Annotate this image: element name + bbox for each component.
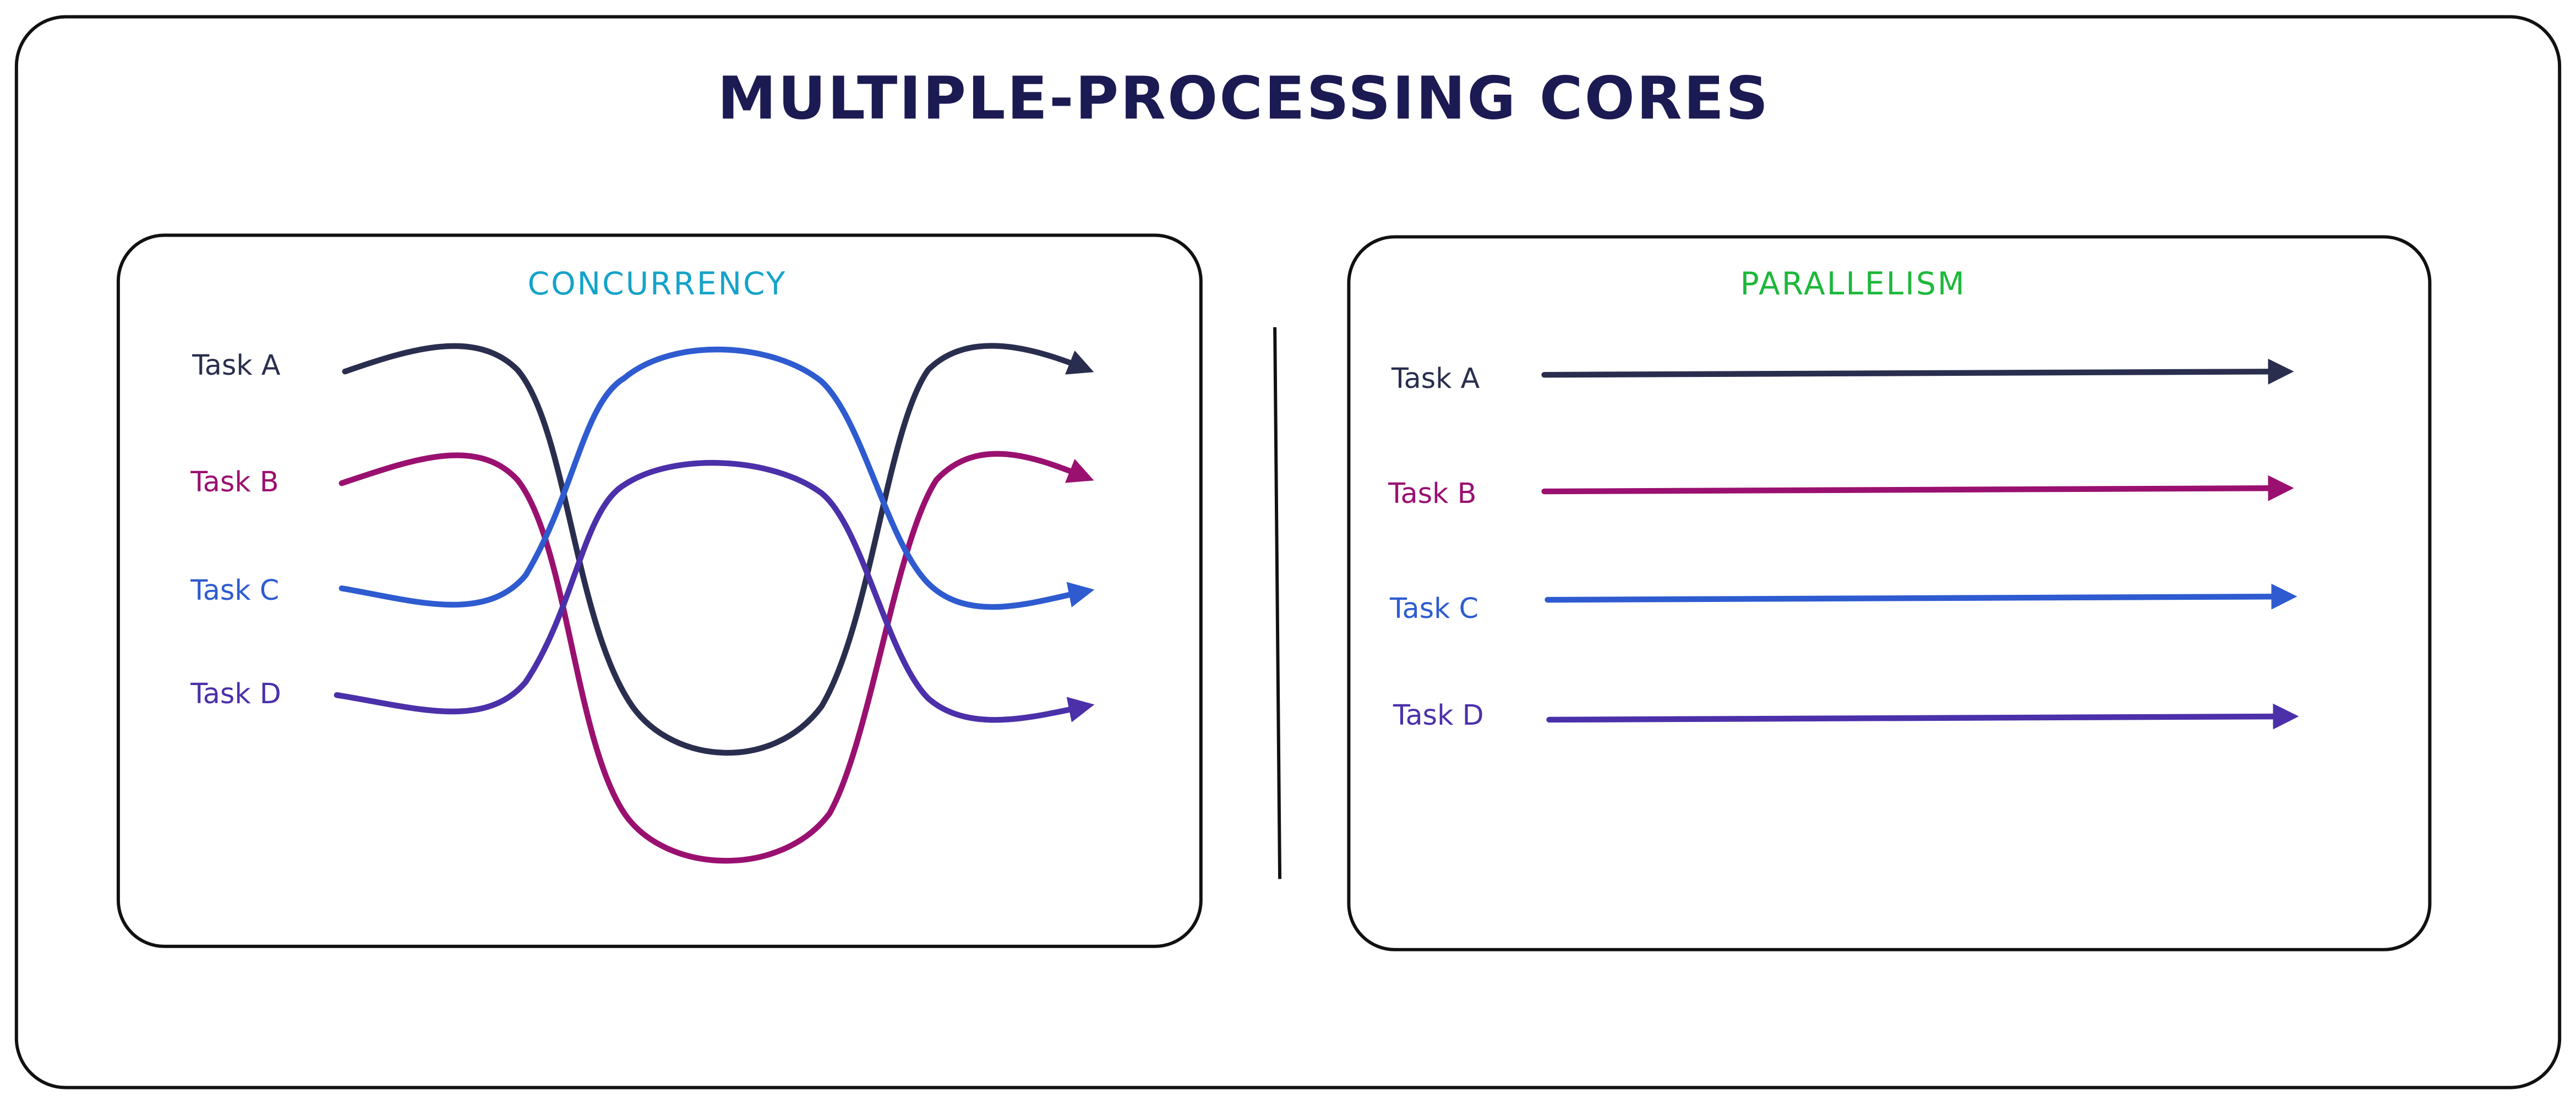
parallelism-heading: PARALLELISM [1740, 266, 1966, 302]
concurrency-frame [116, 233, 1203, 948]
parallelism-task-c-label: Task C [1389, 592, 1478, 625]
concurrency-heading: CONCURRENCY [528, 266, 787, 302]
parallelism-task-d-arrow [1546, 703, 2299, 730]
parallelism-task-c-arrow [1544, 583, 2297, 610]
page-title: MULTIPLE-PROCESSING CORES [717, 64, 1770, 133]
concurrency-task-c-arrow [339, 346, 1095, 610]
parallelism-task-a-arrow [1541, 358, 2294, 385]
concurrency-task-c-label: Task C [190, 574, 279, 606]
parallelism-task-d-label: Task D [1393, 699, 1484, 731]
parallelism-task-b-label: Task B [1388, 477, 1476, 510]
concurrency-task-a-label: Task A [192, 349, 281, 381]
concurrency-task-a-arrow [342, 343, 1094, 756]
concurrency-task-d-arrow [334, 459, 1095, 723]
parallelism-frame [1347, 235, 2432, 951]
divider [1273, 327, 1282, 879]
outer-frame [14, 15, 2562, 1089]
parallelism-task-a-label: Task A [1391, 362, 1480, 395]
parallelism-task-b-arrow [1541, 475, 2294, 501]
parallelism-panel: PARALLELISM Task A Task B Task C Task D [1347, 235, 2432, 951]
concurrency-task-d-label: Task D [190, 677, 281, 710]
concurrency-task-b-arrow [339, 451, 1094, 864]
concurrency-task-b-label: Task B [190, 466, 279, 498]
concurrency-panel: CONCURRENCY Task A Task B Task C Task D [116, 233, 1203, 948]
